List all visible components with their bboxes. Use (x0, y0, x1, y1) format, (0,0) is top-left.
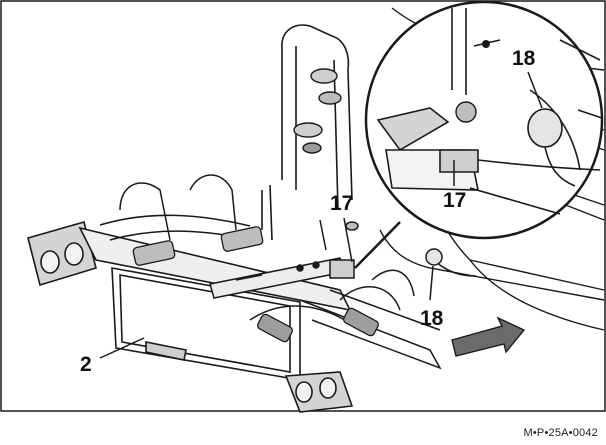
leader-2 (99, 337, 145, 359)
towball-main (425, 248, 477, 277)
carrier-base (27, 214, 354, 413)
leader-18-main (429, 265, 434, 301)
callout-18-main: 18 (420, 307, 444, 330)
callout-2: 2 (80, 353, 92, 376)
direction-arrow (451, 316, 526, 357)
ratchet-straps (132, 226, 380, 343)
carrier-mast (261, 24, 353, 241)
frame-clamps (293, 68, 342, 154)
callout-17-main: 17 (330, 192, 354, 215)
figure-code: M•P•25A•0042 (523, 427, 598, 439)
towball-detail (527, 108, 563, 148)
callout-18-detail: 18 (512, 47, 536, 70)
detail-view (354, 0, 604, 269)
leader-17-main (343, 217, 353, 263)
callout-17-detail: 17 (443, 189, 467, 212)
leader-18-detail (527, 71, 543, 109)
lock-bar (209, 219, 359, 299)
